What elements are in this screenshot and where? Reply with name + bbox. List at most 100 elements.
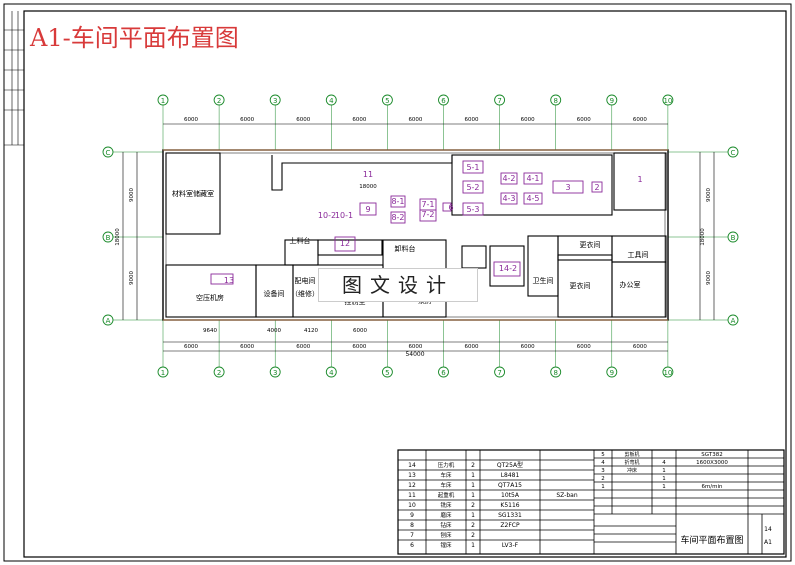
tb-cell: 铣床 <box>440 501 452 509</box>
equipment-box <box>359 202 377 216</box>
equipment-label: 5-2 <box>466 183 479 192</box>
tb-cell: 钻床 <box>440 521 452 529</box>
tb-cell: 2 <box>471 532 475 539</box>
tb-cell: QT25A型 <box>497 461 523 469</box>
tb-cell: 2 <box>471 522 475 529</box>
total-dim: 54000 <box>405 351 424 358</box>
axis-label: 9 <box>610 369 614 377</box>
room-label: 更衣间 <box>580 240 601 249</box>
axis-label: 10 <box>663 97 672 105</box>
tb-cell: 磨床 <box>440 511 452 519</box>
axis-label: C <box>731 149 736 157</box>
axis-label: 2 <box>217 97 221 105</box>
equipment-label: 1 <box>637 175 642 184</box>
dim-label: 6000 <box>633 344 647 350</box>
axis-label: 7 <box>497 369 501 377</box>
dim-label: 18000 <box>115 228 121 246</box>
inner-border <box>23 10 787 558</box>
dim-label: 9000 <box>129 188 135 202</box>
equipment-box <box>462 180 484 194</box>
sheet-title: 车间平面布置图 <box>680 534 743 546</box>
dim-label: 6000 <box>521 344 535 350</box>
tb-cell: 冲床 <box>627 467 637 474</box>
tb-cell: 1 <box>662 476 666 482</box>
equipment-label: 4-2 <box>502 174 515 183</box>
room-walls <box>165 152 667 318</box>
axis-label: 4 <box>329 97 334 105</box>
room-label: 配电间 <box>295 276 316 285</box>
tb-cell: 8 <box>410 522 414 529</box>
tb-cell: 2 <box>471 462 475 469</box>
equipment-box <box>493 261 521 277</box>
equipment-box <box>210 273 234 285</box>
axis-label: 3 <box>273 369 277 377</box>
tb-cell: 7 <box>410 532 414 539</box>
axis-label: 3 <box>273 97 277 105</box>
equipment-label: 4-1 <box>526 174 539 183</box>
tb-cell: 10 <box>408 502 416 509</box>
equipment-box <box>523 172 543 185</box>
tb-cell: 压力机 <box>438 461 455 469</box>
dim-label: 6000 <box>408 117 422 123</box>
equipment-label: 4-5 <box>526 194 539 203</box>
room-label: 办公室 <box>620 280 641 289</box>
equipment-label: 2 <box>594 183 599 192</box>
tb-cell: 1 <box>662 484 666 490</box>
equipment-box <box>552 180 584 194</box>
tb-cell: LV3-F <box>502 542 519 549</box>
equipment-box <box>462 202 484 216</box>
axis-label: 8 <box>553 97 557 105</box>
equipment-box <box>500 192 518 205</box>
dim-label: 6000 <box>352 117 366 123</box>
tb-cell: 1 <box>471 492 475 499</box>
tb-cell: 2 <box>471 502 475 509</box>
room-label: 空压机房 <box>196 293 224 302</box>
dim-label: 4120 <box>304 328 318 334</box>
dim-label: 6000 <box>184 344 198 350</box>
tb-cell: 车床 <box>440 481 452 489</box>
dim-label: 9000 <box>706 271 712 285</box>
equipment-label: 10-2 <box>318 211 336 220</box>
tb-cell: QT7A15 <box>498 482 522 489</box>
equipment-label: 5-1 <box>466 163 479 172</box>
tb-cell: 2 <box>601 476 605 482</box>
dim-label: 9640 <box>203 328 217 334</box>
tb-cell: 5 <box>601 452 605 458</box>
dim-label: 6000 <box>633 117 647 123</box>
equipment-label: 5-3 <box>466 205 479 214</box>
dim-label: 18000 <box>359 184 377 190</box>
title-block <box>397 449 785 555</box>
axis-label: 8 <box>553 369 557 377</box>
tb-cell: 折弯机 <box>624 459 639 466</box>
axis-label: 10 <box>663 369 672 377</box>
equipment-box <box>523 192 543 205</box>
axis-label: A <box>731 317 736 325</box>
outer-border <box>3 3 792 562</box>
axis-label: 4 <box>329 369 334 377</box>
tb-cell: 1 <box>471 472 475 479</box>
sheet-number: 14 <box>764 526 772 533</box>
tb-cell: 1 <box>471 542 475 549</box>
dim-label: 6000 <box>184 117 198 123</box>
equipment-label: 12 <box>340 239 350 248</box>
dim-label: 6000 <box>465 344 479 350</box>
dim-label: 9000 <box>129 271 135 285</box>
dim-label: 6000 <box>577 344 591 350</box>
tb-cell: SZ-ban <box>556 492 577 499</box>
equipment-box <box>390 195 406 208</box>
tb-cell: 6m/min <box>701 484 723 490</box>
equipment-label: 3 <box>565 183 570 192</box>
equipment-label: 4-3 <box>502 194 515 203</box>
dim-label: 18000 <box>700 228 706 246</box>
tb-cell: 1 <box>471 512 475 519</box>
drawing-title: A1-车间平面布置图 <box>30 24 239 52</box>
equipment-box <box>390 211 406 224</box>
dim-label: 6000 <box>521 117 535 123</box>
axis-label: 9 <box>610 97 614 105</box>
tb-cell: Z2FCP <box>500 522 520 529</box>
tb-cell: 3 <box>601 468 605 474</box>
dim-label: 6000 <box>352 344 366 350</box>
